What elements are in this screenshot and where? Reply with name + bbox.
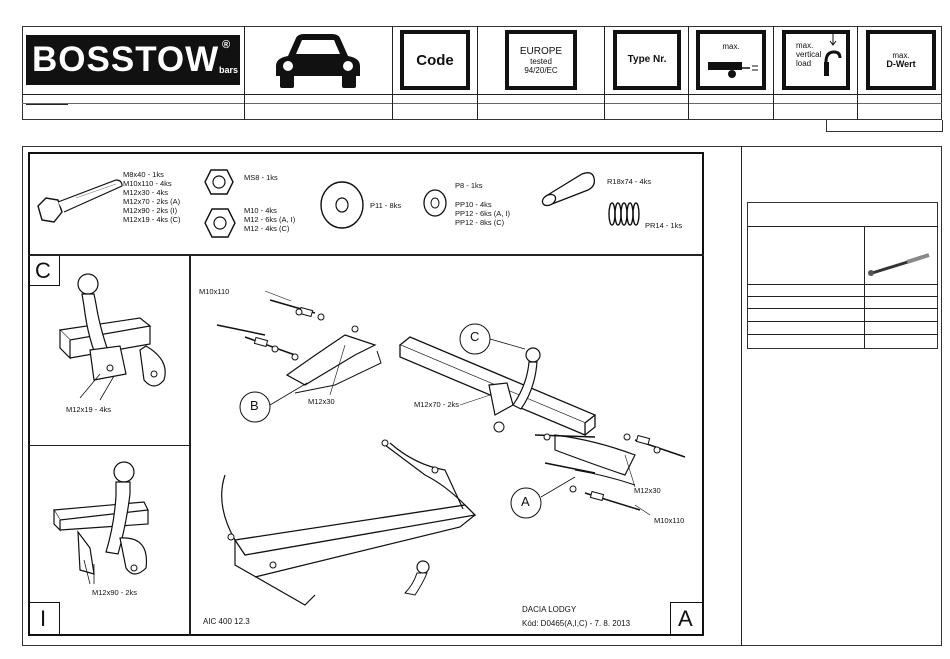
header-sub-box: [826, 120, 943, 132]
code-badge: Code: [400, 30, 470, 90]
dwert-line1: max.: [892, 51, 910, 60]
callout-c: C: [470, 329, 480, 344]
label-m12x70: M12x70 - 2ks: [414, 400, 460, 409]
logo-sub: bars: [219, 65, 239, 75]
spring-label: PR14 - 1ks: [645, 221, 683, 230]
drawing-code-number: AIC 400 12.3: [203, 617, 250, 626]
torque-wrench-icon: [868, 253, 930, 276]
vertical-line3: load: [796, 59, 812, 68]
vertical-line1: max.: [796, 41, 814, 50]
nut-ms8-icon: [204, 169, 234, 195]
panel-c-letter-box: [28, 256, 60, 286]
callout-b: B: [250, 398, 259, 413]
label-m10x110-bottom: M10x110: [654, 516, 685, 525]
right-table: [747, 202, 938, 349]
washers-pp-label: PP10 - 4ks PP12 - 6ks (A, I) PP12 - 8ks …: [455, 200, 511, 227]
brand-logo: BOSSTOW ® bars: [26, 35, 240, 85]
panel-c-label: M12x19 - 4ks: [66, 405, 112, 414]
callout-a: A: [521, 494, 530, 509]
trailer-icon: [708, 62, 758, 78]
car-icon: [276, 34, 360, 88]
label-m12x30-left: M12x30: [308, 397, 335, 406]
main-frame: [22, 146, 942, 646]
panel-a-letter: A: [678, 606, 693, 631]
sleeve-label: R18x74 - 4ks: [607, 177, 652, 186]
washer-p11-icon: [320, 181, 364, 229]
washer-p11-label: P11 - 8ks: [370, 201, 402, 210]
nut-ms8-label: MS8 - 1ks: [244, 173, 278, 182]
europe-line2: tested: [530, 56, 552, 66]
type-label: Type Nr.: [627, 54, 667, 65]
washer-p8-label: P8 - 1ks: [455, 181, 483, 190]
code-label: Code: [416, 51, 454, 69]
bolt-icon: [37, 179, 123, 223]
europe-line1: EUROPE: [519, 45, 563, 57]
drawing-frame: [28, 152, 704, 636]
type-badge: Type Nr.: [613, 30, 681, 90]
vertical-load-badge: max. vertical load: [782, 30, 850, 90]
europe-line3: 94/20/EC: [524, 65, 558, 75]
nut-m12-icon: [204, 208, 236, 238]
panel-i-letter: I: [40, 606, 47, 631]
kod-line: Kód: D0465(A,I,C) - 7. 8. 2013: [522, 619, 631, 628]
max-label: max.: [722, 42, 740, 51]
logo-text: BOSSTOW: [32, 40, 220, 79]
panel-i-letter-box: [28, 602, 60, 636]
panel-c-letter: C: [35, 258, 51, 283]
panel-c-drawing: [58, 273, 166, 401]
panel-i-label: M12x90 - 2ks: [92, 588, 138, 597]
europe-badge: EUROPE tested 94/20/EC: [505, 30, 577, 90]
nuts-label: M10 - 4ks M12 - 6ks (A, I) M12 - 4ks (C): [244, 206, 296, 233]
label-m10x110-top: M10x110: [199, 287, 230, 296]
spring-icon: [608, 202, 640, 226]
dwert-badge: max. D-Wert: [866, 30, 936, 90]
bolts-label: M8x40 - 1ks M10x110 - 4ks M12x30 - 4ks M…: [123, 170, 181, 224]
label-m12x30-right: M12x30: [634, 486, 661, 495]
logo-registered: ®: [222, 39, 231, 51]
vertical-load-icon: [824, 34, 842, 76]
washer-p8-icon: [423, 189, 447, 217]
vertical-line2: vertical: [796, 50, 822, 59]
sleeve-icon: [541, 172, 596, 207]
header-frame: [22, 26, 942, 120]
max-trailer-badge: max.: [696, 30, 766, 90]
panel-a-letter-box: [670, 602, 704, 636]
exploded-assembly-drawing: [216, 290, 686, 606]
dwert-line2: D-Wert: [886, 59, 916, 69]
car-model: DACIA LODGY: [522, 605, 577, 614]
panel-i-drawing: [52, 461, 149, 585]
